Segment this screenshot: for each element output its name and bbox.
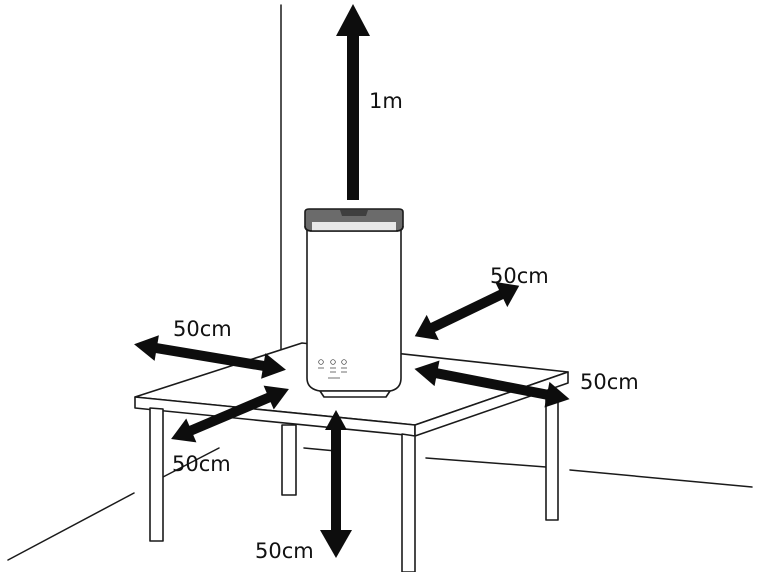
label-right: 50cm: [580, 370, 639, 394]
arrow-upper-left: [134, 335, 286, 379]
humidifier-base: [319, 390, 391, 398]
table-leg-back-left: [281, 424, 297, 496]
label-top: 1m: [369, 89, 403, 113]
arrow-up: [336, 4, 370, 200]
humidifier-mist-outlet: [340, 210, 368, 216]
humidifier-cap-outline: [304, 225, 404, 232]
floor-back-line-2: [425, 457, 547, 468]
arrow-down: [320, 410, 352, 558]
table-leg-front-middle: [401, 433, 416, 572]
room-lines: [7, 4, 753, 561]
table-leg-front-left: [149, 407, 164, 542]
floor-right-line: [569, 469, 753, 488]
arrow-lower-left: [171, 385, 289, 443]
floor-left-line: [7, 492, 135, 561]
label-bottom: 50cm: [255, 539, 314, 563]
label-right-upper: 50cm: [490, 264, 549, 288]
table-leg-back-right: [545, 397, 559, 521]
humidifier-cap-band: [312, 222, 396, 231]
control-panel: [318, 359, 347, 379]
humidifier-body: [306, 221, 402, 392]
timer-button-icon: [341, 359, 347, 365]
humidifier: [304, 208, 404, 398]
floor-back-line: [303, 447, 337, 452]
arrow-upper-right: [414, 281, 520, 341]
floor-left-line-2: [162, 447, 220, 478]
arrow-right: [414, 360, 570, 408]
label-left-upper: 50cm: [173, 317, 232, 341]
power-button-icon: [318, 359, 324, 365]
labels: 1m 50cm 50cm 50cm 50cm 50cm: [172, 89, 639, 563]
label-left-lower: 50cm: [172, 452, 231, 476]
clearance-arrows: [134, 4, 570, 558]
mist-button-icon: [330, 359, 336, 365]
